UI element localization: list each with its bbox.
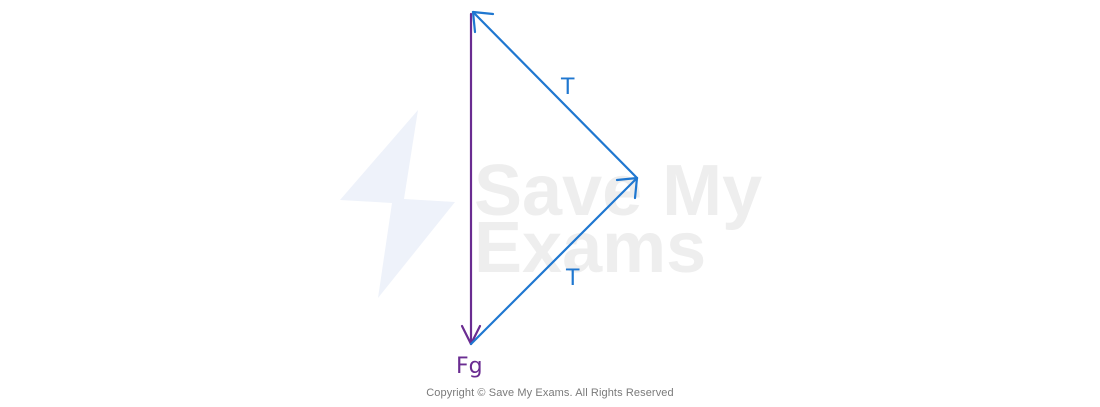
watermark-line-1: Save My xyxy=(474,151,762,231)
weight-label: Fg xyxy=(456,354,483,379)
tension-upper-arrow xyxy=(471,10,639,180)
copyright-notice: Copyright © Save My Exams. All Rights Re… xyxy=(426,387,674,399)
tension-upper-arrowhead-icon xyxy=(471,10,495,34)
watermark-logo-icon xyxy=(340,110,455,298)
tension-lower-label: T xyxy=(565,266,580,291)
watermark-line-2: Exams xyxy=(474,208,706,288)
tension-upper-label: T xyxy=(560,75,575,100)
